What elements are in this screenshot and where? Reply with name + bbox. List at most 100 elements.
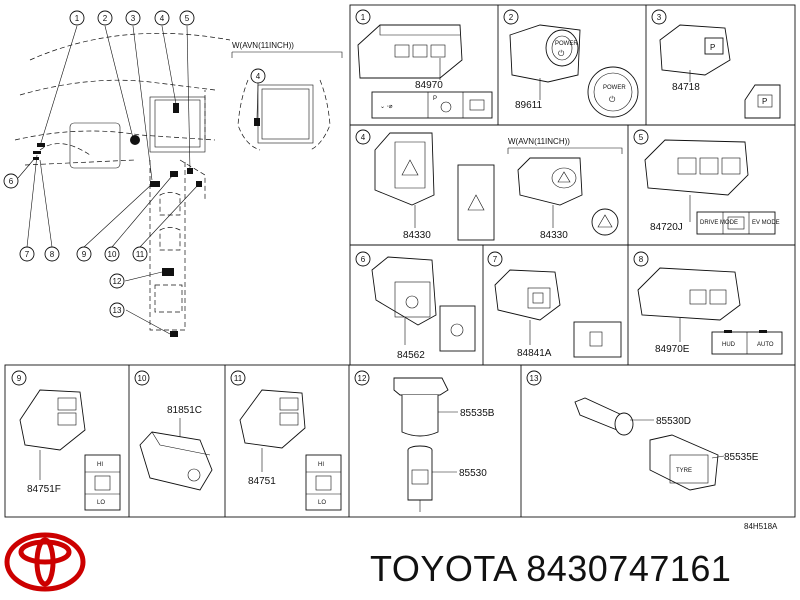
panel-7: 7 84841A bbox=[487, 251, 622, 359]
part-85530D: 85530D bbox=[656, 416, 691, 427]
part-84751F: 84751F bbox=[27, 484, 61, 495]
svg-text:13: 13 bbox=[530, 374, 539, 383]
part-84330-b: 84330 bbox=[540, 230, 568, 241]
svg-text:DRIVE MODE: DRIVE MODE bbox=[700, 220, 738, 226]
panel-grid bbox=[4, 4, 796, 518]
svg-text:HI: HI bbox=[318, 462, 324, 468]
svg-text:POWER: POWER bbox=[603, 85, 626, 91]
part-85530: 85530 bbox=[459, 468, 487, 479]
svg-text:8: 8 bbox=[639, 255, 644, 264]
svg-text:12: 12 bbox=[358, 374, 367, 383]
callout-5 bbox=[179, 10, 195, 26]
parking-icon bbox=[440, 101, 452, 113]
svg-text:4: 4 bbox=[160, 14, 165, 23]
clock-icon bbox=[450, 323, 464, 337]
part-84330-a: 84330 bbox=[403, 230, 431, 241]
part-number: 8430747161 bbox=[526, 548, 732, 589]
panel-8: 8 84970E HUD AUTO bbox=[633, 251, 783, 355]
callout-12 bbox=[109, 273, 125, 289]
svg-text:1: 1 bbox=[75, 14, 80, 23]
callout-8 bbox=[44, 246, 60, 262]
part-84718: 84718 bbox=[672, 82, 700, 93]
svg-text:7: 7 bbox=[25, 250, 30, 259]
svg-text:9: 9 bbox=[17, 374, 22, 383]
panel-13: 13 85530D TYRE 85535E bbox=[526, 370, 759, 491]
overview-area: 1 2 3 4 5 6 7 8 9 10 11 12 13 bbox=[3, 10, 343, 337]
panel-2: 2 POWER ⏻ 89611 POWER ⏻ bbox=[503, 9, 639, 118]
svg-text:EV MODE: EV MODE bbox=[752, 220, 780, 226]
callout-2 bbox=[97, 10, 113, 26]
part-89611: 89611 bbox=[515, 100, 543, 111]
panel-1: 1 84970 ⌄ ◦⌀ P bbox=[355, 9, 493, 119]
part-85535E: 85535E bbox=[724, 452, 759, 463]
variant-label: W(AVN(11INCH)) bbox=[232, 41, 294, 50]
svg-text:10: 10 bbox=[138, 374, 147, 383]
svg-text:5: 5 bbox=[639, 133, 644, 142]
power-icon-large: ⏻ bbox=[609, 95, 616, 104]
callout-13 bbox=[109, 302, 125, 318]
svg-text:2: 2 bbox=[103, 14, 108, 23]
panel-12: 12 85535B 85530 bbox=[354, 370, 495, 512]
callout-3 bbox=[125, 10, 141, 26]
brand-title: TOYOTA 8430747161 bbox=[370, 548, 731, 590]
hazard-icon bbox=[467, 194, 485, 211]
callout-11 bbox=[132, 246, 148, 262]
part-81851C: 81851C bbox=[167, 405, 202, 416]
svg-text:12: 12 bbox=[113, 277, 122, 286]
svg-text:11: 11 bbox=[136, 250, 145, 259]
svg-text:3: 3 bbox=[131, 14, 136, 23]
brand-name: TOYOTA bbox=[370, 548, 516, 589]
svg-text:HUD: HUD bbox=[722, 342, 736, 348]
svg-text:6: 6 bbox=[361, 255, 366, 264]
svg-text:AUTO: AUTO bbox=[757, 342, 774, 348]
panel-3: 3 P 84718 P bbox=[651, 9, 781, 119]
svg-text:HI: HI bbox=[97, 462, 103, 468]
power-icon: ⏻ bbox=[558, 49, 565, 58]
seat-icon bbox=[469, 99, 485, 111]
panel-9: 9 84751F HI LO bbox=[11, 370, 121, 511]
svg-text:4: 4 bbox=[256, 72, 261, 81]
svg-text:POWER: POWER bbox=[555, 41, 578, 47]
seat-heater-icon bbox=[94, 475, 111, 491]
svg-text:⌄ ◦⌀: ⌄ ◦⌀ bbox=[380, 104, 393, 110]
traction-icon bbox=[727, 216, 745, 230]
fuel-door-icon bbox=[589, 331, 603, 347]
svg-text:7: 7 bbox=[493, 255, 498, 264]
panel-6: 6 84562 bbox=[355, 251, 476, 361]
svg-text:P: P bbox=[710, 43, 715, 52]
panel-4: 4 84330 W(AVN(11INCH)) 84330 bbox=[355, 129, 623, 241]
panel-5: 5 84720J DRIVE MODE EV MODE bbox=[633, 129, 780, 235]
svg-text:P: P bbox=[762, 97, 767, 106]
part-85535B: 85535B bbox=[460, 408, 495, 419]
callout-7 bbox=[19, 246, 35, 262]
svg-text:LO: LO bbox=[97, 500, 105, 506]
part-84970E: 84970E bbox=[655, 344, 690, 355]
svg-text:6: 6 bbox=[9, 177, 14, 186]
overview-callouts: 1 2 3 4 5 6 7 8 9 10 11 12 13 bbox=[3, 10, 195, 318]
part-84751: 84751 bbox=[248, 476, 276, 487]
svg-text:13: 13 bbox=[113, 306, 122, 315]
toyota-logo bbox=[4, 532, 86, 592]
panel-11: 11 84751 HI LO bbox=[230, 370, 342, 511]
svg-text:9: 9 bbox=[82, 250, 87, 259]
part-84720J: 84720J bbox=[650, 222, 683, 233]
panel-10: 10 81851C bbox=[134, 370, 213, 491]
svg-text:P: P bbox=[433, 96, 437, 102]
svg-text:LO: LO bbox=[318, 500, 326, 506]
callout-6 bbox=[3, 173, 19, 189]
svg-text:5: 5 bbox=[185, 14, 190, 23]
part-84562: 84562 bbox=[397, 350, 425, 361]
svg-text:1: 1 bbox=[361, 13, 366, 22]
svg-text:3: 3 bbox=[657, 13, 662, 22]
callout-9 bbox=[76, 246, 92, 262]
part-84970: 84970 bbox=[415, 80, 443, 91]
diagram-code: 84H518A bbox=[744, 522, 778, 531]
seat-heater-icon bbox=[315, 475, 332, 491]
svg-text:W(AVN(11INCH)): W(AVN(11INCH)) bbox=[508, 137, 570, 146]
callout-10 bbox=[104, 246, 120, 262]
fuel-icon bbox=[532, 292, 544, 304]
callout-4 bbox=[154, 10, 170, 26]
svg-text:8: 8 bbox=[50, 250, 55, 259]
part-84841A: 84841A bbox=[517, 348, 552, 359]
svg-text:2: 2 bbox=[509, 13, 514, 22]
